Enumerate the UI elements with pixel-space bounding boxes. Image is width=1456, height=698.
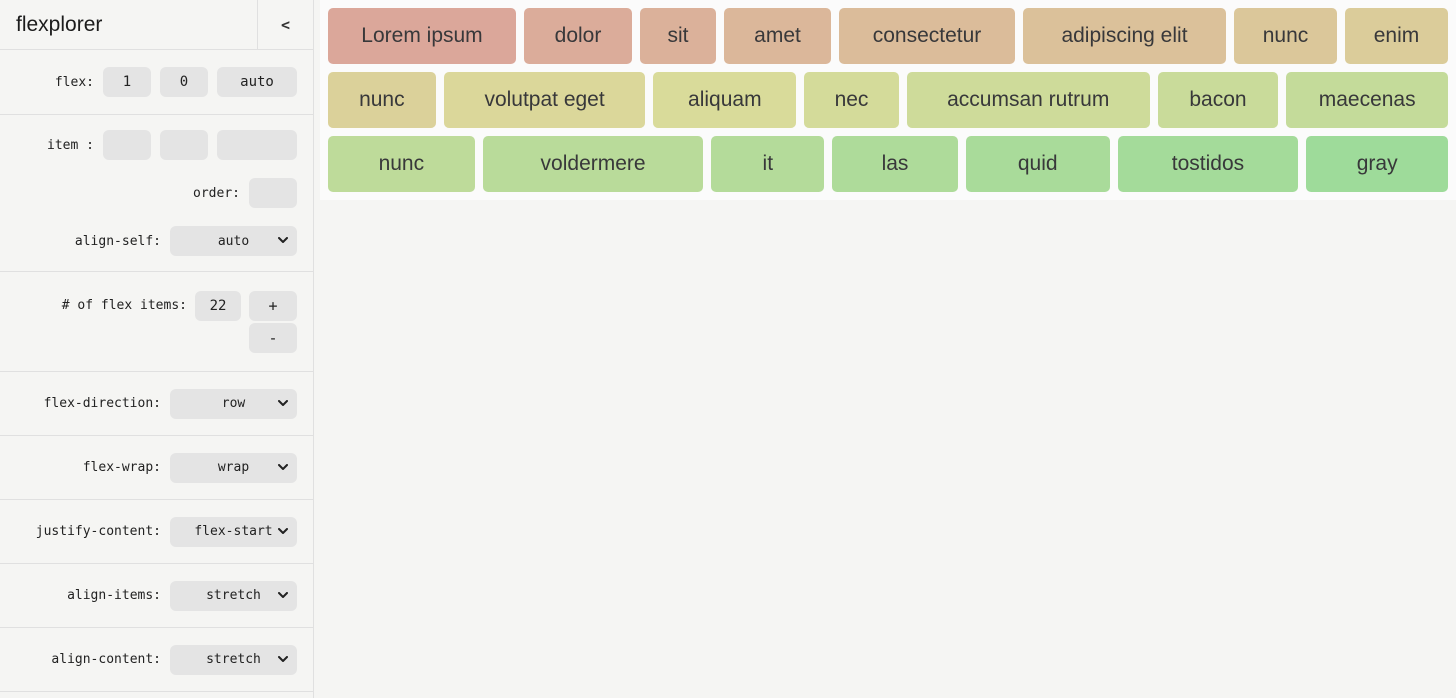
app-title: flexplorer — [16, 12, 103, 36]
chevron-down-icon — [278, 655, 288, 662]
chevron-down-icon — [278, 527, 288, 534]
flex-basis-input[interactable] — [217, 67, 297, 97]
item-count-section: # of flex items: + - — [0, 272, 313, 372]
increment-button[interactable]: + — [249, 290, 297, 321]
flex-item[interactable]: las — [832, 136, 958, 192]
flex-item[interactable]: nunc — [328, 136, 475, 192]
justify-content-value: flex-start — [194, 524, 273, 539]
flex-wrap-select[interactable]: wrap — [170, 452, 297, 483]
flex-items-count-label: # of flex items: — [61, 298, 187, 313]
order-label: order: — [193, 185, 240, 201]
flex-item[interactable]: it — [711, 136, 825, 192]
flex-wrap-section: flex-wrap: wrap — [0, 436, 313, 500]
align-self-value: auto — [217, 233, 250, 249]
flex-item[interactable]: consectetur — [839, 8, 1015, 64]
flex-item[interactable]: accumsan rutrum — [906, 72, 1150, 128]
align-self-label: align-self: — [74, 233, 161, 249]
flex-item[interactable]: bacon — [1157, 72, 1279, 128]
flex-items-count-input[interactable] — [195, 290, 241, 321]
flex-direction-label: flex-direction: — [43, 396, 161, 411]
decrement-button[interactable]: - — [249, 322, 297, 353]
sidebar-filler — [0, 692, 313, 698]
chevron-down-icon — [278, 463, 288, 470]
align-items-label: align-items: — [67, 588, 161, 603]
align-content-select[interactable]: stretch — [170, 644, 297, 675]
flex-item[interactable]: dolor — [524, 8, 632, 64]
align-self-select[interactable]: auto — [170, 226, 297, 256]
flex-item[interactable]: gray — [1306, 136, 1449, 192]
sidebar: flexplorer < flex: item : order: align-s… — [0, 0, 314, 698]
flex-shrink-input[interactable] — [160, 67, 208, 97]
flex-item[interactable]: maecenas — [1286, 72, 1449, 128]
flex-item[interactable]: tostidos — [1117, 136, 1299, 192]
align-items-value: stretch — [206, 588, 261, 603]
chevron-down-icon — [278, 399, 288, 406]
flex-item[interactable]: adipiscing elit — [1023, 8, 1226, 64]
flex-item[interactable]: nunc — [1234, 8, 1337, 64]
titlebar: flexplorer < — [0, 0, 313, 50]
chevron-down-icon — [278, 591, 288, 598]
flex-wrap-label: flex-wrap: — [82, 460, 161, 475]
item-shrink-input[interactable] — [160, 130, 208, 160]
align-content-label: align-content: — [51, 652, 161, 667]
flex-item[interactable]: enim — [1345, 8, 1448, 64]
flex-grow-input[interactable] — [103, 67, 151, 97]
flex-label: flex: — [54, 74, 94, 90]
flex-direction-value: row — [221, 396, 246, 411]
chevron-down-icon — [278, 237, 288, 243]
align-items-section: align-items: stretch — [0, 564, 313, 628]
justify-content-label: justify-content: — [35, 524, 161, 539]
flex-item[interactable]: volutpat eget — [443, 72, 646, 128]
flex-item[interactable]: aliquam — [653, 72, 797, 128]
flex-shorthand-section: flex: — [0, 50, 313, 115]
minus-icon: - — [268, 328, 278, 347]
justify-content-section: justify-content: flex-start — [0, 500, 313, 564]
item-section: item : order: align-self: auto — [0, 115, 313, 272]
align-content-value: stretch — [206, 652, 261, 667]
align-items-select[interactable]: stretch — [170, 580, 297, 611]
item-grow-input[interactable] — [103, 130, 151, 160]
flex-direction-select[interactable]: row — [170, 388, 297, 419]
flex-item[interactable]: voldermere — [482, 136, 704, 192]
collapse-sidebar-button[interactable]: < — [257, 0, 313, 49]
item-label: item : — [47, 137, 94, 153]
flex-direction-section: flex-direction: row — [0, 372, 313, 436]
order-input[interactable] — [249, 178, 297, 208]
flex-item[interactable]: nec — [804, 72, 899, 128]
plus-icon: + — [268, 296, 278, 315]
item-basis-input[interactable] — [217, 130, 297, 160]
align-content-section: align-content: stretch — [0, 628, 313, 692]
flex-item[interactable]: quid — [965, 136, 1110, 192]
flex-item[interactable]: Lorem ipsum — [328, 8, 516, 64]
flex-wrap-value: wrap — [217, 460, 250, 475]
justify-content-select[interactable]: flex-start — [170, 516, 297, 547]
flex-item[interactable]: amet — [724, 8, 831, 64]
chevron-left-icon: < — [280, 15, 291, 34]
flex-item[interactable]: nunc — [328, 72, 436, 128]
flex-item[interactable]: sit — [640, 8, 716, 64]
